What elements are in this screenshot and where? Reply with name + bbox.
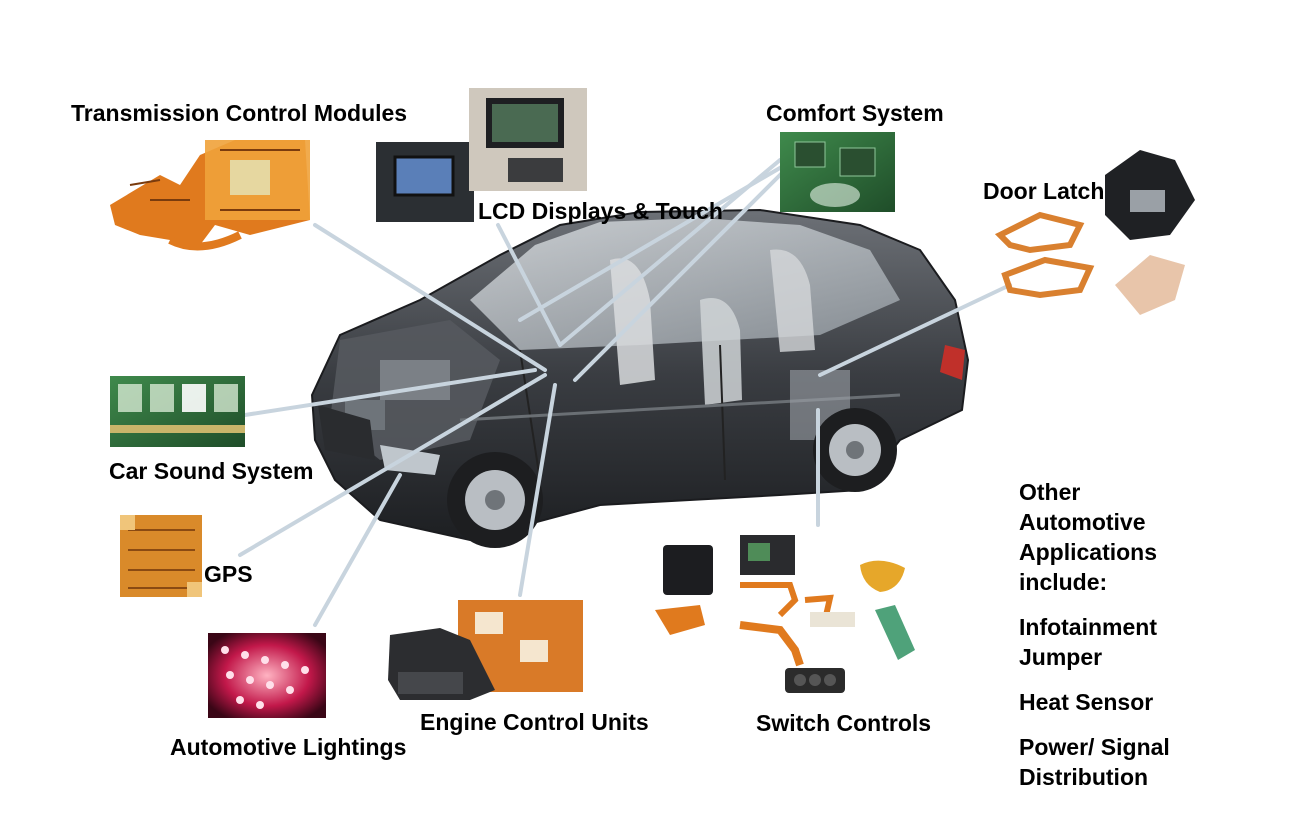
automotive-lightings-image <box>208 633 326 718</box>
car-illustration <box>310 208 970 548</box>
transmission-module-image <box>110 140 310 251</box>
label-engine-control-units: Engine Control Units <box>420 709 649 735</box>
label-transmission-control-modules: Transmission Control Modules <box>71 100 408 126</box>
comfort-system-image <box>780 132 895 212</box>
door-latch-image <box>994 150 1195 315</box>
car-sound-system-image <box>110 376 245 447</box>
switch-controls-image <box>655 535 915 693</box>
label-comfort-system: Comfort System <box>766 100 944 126</box>
label-car-sound-system: Car Sound System <box>109 458 314 484</box>
label-door-latch: Door Latch <box>983 178 1105 204</box>
other-applications-intro: Other Automotive Applications include: <box>1019 479 1158 595</box>
other-application-infotainment: Infotainment Jumper <box>1019 614 1157 670</box>
gps-image <box>120 515 202 597</box>
connector-lines <box>238 158 1012 627</box>
other-application-power-signal: Power/ Signal Distribution <box>1019 734 1170 790</box>
label-lcd-displays: LCD Displays & Touch <box>478 198 723 224</box>
other-application-heat-sensor: Heat Sensor <box>1019 689 1154 715</box>
label-automotive-lightings: Automotive Lightings <box>170 734 407 760</box>
label-switch-controls: Switch Controls <box>756 710 932 736</box>
lcd-displays-image <box>376 88 587 222</box>
engine-control-units-image <box>388 600 583 700</box>
label-gps: GPS <box>204 561 253 587</box>
